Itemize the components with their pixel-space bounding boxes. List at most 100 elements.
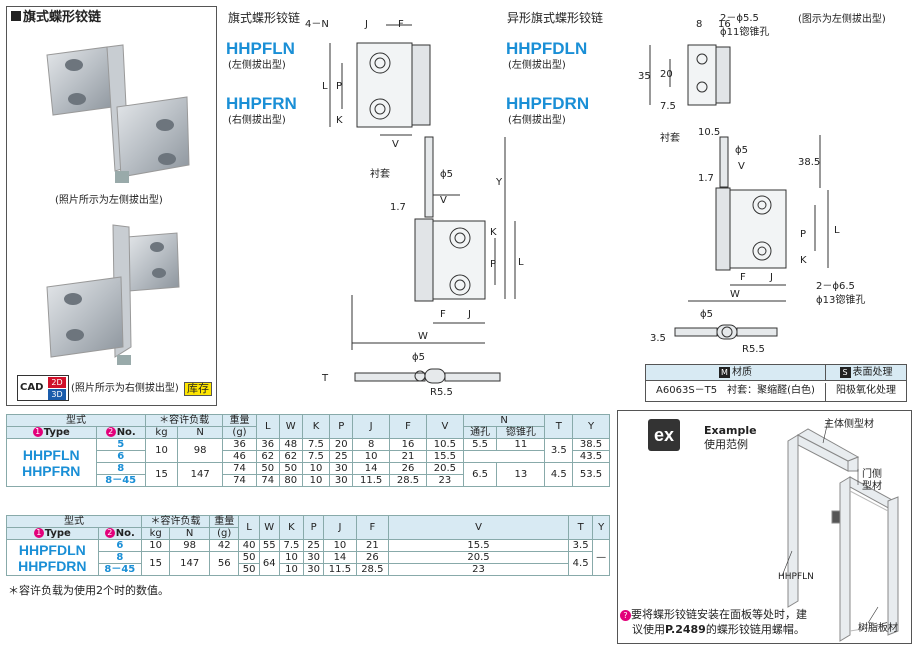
table-row: 8 15 147 74 50 50 10 30 14 26 20.5 6.5 1… — [7, 462, 610, 487]
svg-text:ϕ11锪锥孔: ϕ11锪锥孔 — [720, 25, 769, 38]
example-note: ?要将蝶形铰链安装在面板等处时，建 议使用P.2489的蝶形铰链用螺帽。 — [620, 607, 807, 637]
svg-text:F: F — [398, 19, 404, 30]
drawing-left-svg: 4－N J F L P K V 衬套 ϕ5 V 1.7 Y K P L F J … — [305, 19, 524, 398]
drawing-left-model1: HHPFLN — [226, 39, 295, 58]
stock-badge[interactable]: 库存 — [184, 382, 212, 397]
svg-text:L: L — [834, 225, 840, 236]
no-marker-icon: 2 — [104, 528, 115, 538]
footnote: ＊容许负载为使用2个时的数值。 — [8, 584, 169, 597]
cad-badge[interactable]: CAD 2D 3D — [17, 375, 69, 401]
drawing-right-svg: 2－ϕ5.5 ϕ11锪锥孔 8 16 35 20 7.5 衬套 10.5 ϕ5 … — [638, 13, 865, 355]
drawing-left-model2-sub: (右侧拔出型) — [228, 115, 286, 126]
cad-label: CAD — [20, 382, 44, 393]
svg-text:1.7: 1.7 — [390, 202, 406, 213]
surface-icon: S — [839, 367, 851, 378]
hinge-photo-left — [46, 44, 190, 183]
example-panel: ex Example 使用范例 主体侧型材 门侧 型材 HHPFLN 树脂板材 … — [617, 410, 912, 644]
svg-text:V: V — [392, 139, 399, 150]
svg-text:K: K — [336, 115, 343, 126]
hinge-photo-right — [46, 224, 180, 365]
example-label-door: 门侧 — [862, 469, 882, 480]
dim-hole-left: 4－N — [305, 19, 329, 30]
svg-text:2－ϕ5.5: 2－ϕ5.5 — [720, 13, 759, 24]
svg-text:38.5: 38.5 — [798, 157, 820, 168]
svg-text:10.5: 10.5 — [698, 127, 720, 138]
material-value: A6063S－T5 衬套：聚缩醛(白色) — [646, 383, 826, 402]
material-icon: M — [719, 367, 730, 378]
no-marker-icon: 2 — [105, 427, 116, 437]
surface-value: 阳极氧化处理 — [836, 385, 896, 396]
svg-text:L: L — [322, 81, 328, 92]
svg-text:2－ϕ6.5: 2－ϕ6.5 — [816, 281, 855, 292]
example-title: Example — [704, 424, 757, 437]
svg-text:V: V — [440, 195, 447, 206]
svg-text:P: P — [336, 81, 342, 92]
table-row: 8－45 74 74 80 10 30 11.5 28.5 23 — [7, 474, 610, 487]
svg-text:K: K — [800, 255, 807, 266]
svg-text:ϕ5: ϕ5 — [735, 145, 748, 156]
drawing-left-model2: HHPFRN — [226, 94, 297, 113]
svg-text:F: F — [740, 272, 746, 283]
svg-text:Y: Y — [495, 177, 503, 188]
svg-text:F: F — [440, 309, 446, 320]
hint-icon: ? — [620, 610, 631, 621]
svg-text:ϕ5: ϕ5 — [700, 309, 713, 320]
type-marker-icon: 1 — [32, 427, 43, 437]
example-illustration — [781, 420, 899, 642]
section-title: 旗式蝶形铰链 — [11, 10, 101, 25]
page-link[interactable]: P.2489 — [665, 623, 706, 636]
svg-text:ϕ5: ϕ5 — [440, 169, 453, 180]
svg-text:J: J — [467, 309, 471, 320]
drawing-left-model1-sub: (左侧拔出型) — [228, 60, 286, 71]
example-icon: ex — [648, 419, 680, 451]
example-label-body: 主体侧型材 — [824, 419, 874, 430]
svg-text:L: L — [518, 257, 524, 268]
svg-text:P: P — [490, 259, 496, 270]
svg-text:W: W — [730, 289, 740, 300]
drawing-right-model1: HHPFDLN — [506, 39, 588, 58]
cad-2d: 2D — [48, 377, 66, 388]
photo-caption-right: (照片所示为右侧拔出型) — [71, 383, 179, 394]
svg-text:衬套: 衬套 — [370, 167, 390, 180]
drawing-right-model2: HHPFDRN — [506, 94, 590, 113]
svg-text:16: 16 — [718, 19, 731, 30]
svg-text:35: 35 — [638, 71, 651, 82]
svg-text:1.7: 1.7 — [698, 173, 714, 184]
svg-text:ϕ13锪锥孔: ϕ13锪锥孔 — [816, 293, 865, 306]
drawing-right-model2-sub: (右侧拔出型) — [508, 115, 566, 126]
example-label-resin: 树脂板材 — [858, 623, 898, 634]
photo-panel: 旗式蝶形铰链 (照片所示为左侧拔出型) CAD 2D 3D (照片所示为右侧拔出… — [6, 6, 217, 406]
table-row: 6 46 62 62 7.5 25 10 21 15.5 43.5 — [7, 450, 610, 463]
title-square-icon — [11, 11, 21, 21]
drawing-right-model1-sub: (左侧拔出型) — [508, 60, 566, 71]
type-marker-icon: 1 — [33, 528, 44, 538]
example-subtitle: 使用范例 — [704, 438, 748, 451]
svg-text:20: 20 — [660, 69, 673, 80]
svg-text:8: 8 — [696, 19, 702, 30]
drawing-right-heading: 异形旗式蝶形铰链 — [507, 11, 604, 25]
svg-text:衬套: 衬套 — [660, 131, 680, 144]
drawing-left-heading: 旗式蝶形铰链 — [228, 11, 301, 25]
svg-text:W: W — [418, 331, 428, 342]
table-row: 8－45 50 10 30 11.5 28.5 23 — [7, 563, 610, 576]
svg-text:P: P — [800, 229, 806, 240]
example-label-door2: 型材 — [862, 481, 882, 492]
svg-text:J: J — [769, 272, 773, 283]
drawing-right-note: (图示为左侧拔出型) — [798, 14, 886, 25]
svg-text:V: V — [738, 161, 745, 172]
svg-text:7.5: 7.5 — [660, 101, 676, 112]
svg-text:R5.5: R5.5 — [430, 387, 453, 398]
svg-text:ϕ5: ϕ5 — [412, 352, 425, 363]
photo-caption-left: (照片所示为左侧拔出型) — [55, 195, 163, 206]
svg-text:3.5: 3.5 — [650, 333, 666, 344]
svg-text:T: T — [321, 373, 329, 384]
svg-text:R5.5: R5.5 — [742, 344, 765, 355]
svg-text:J: J — [364, 19, 368, 30]
